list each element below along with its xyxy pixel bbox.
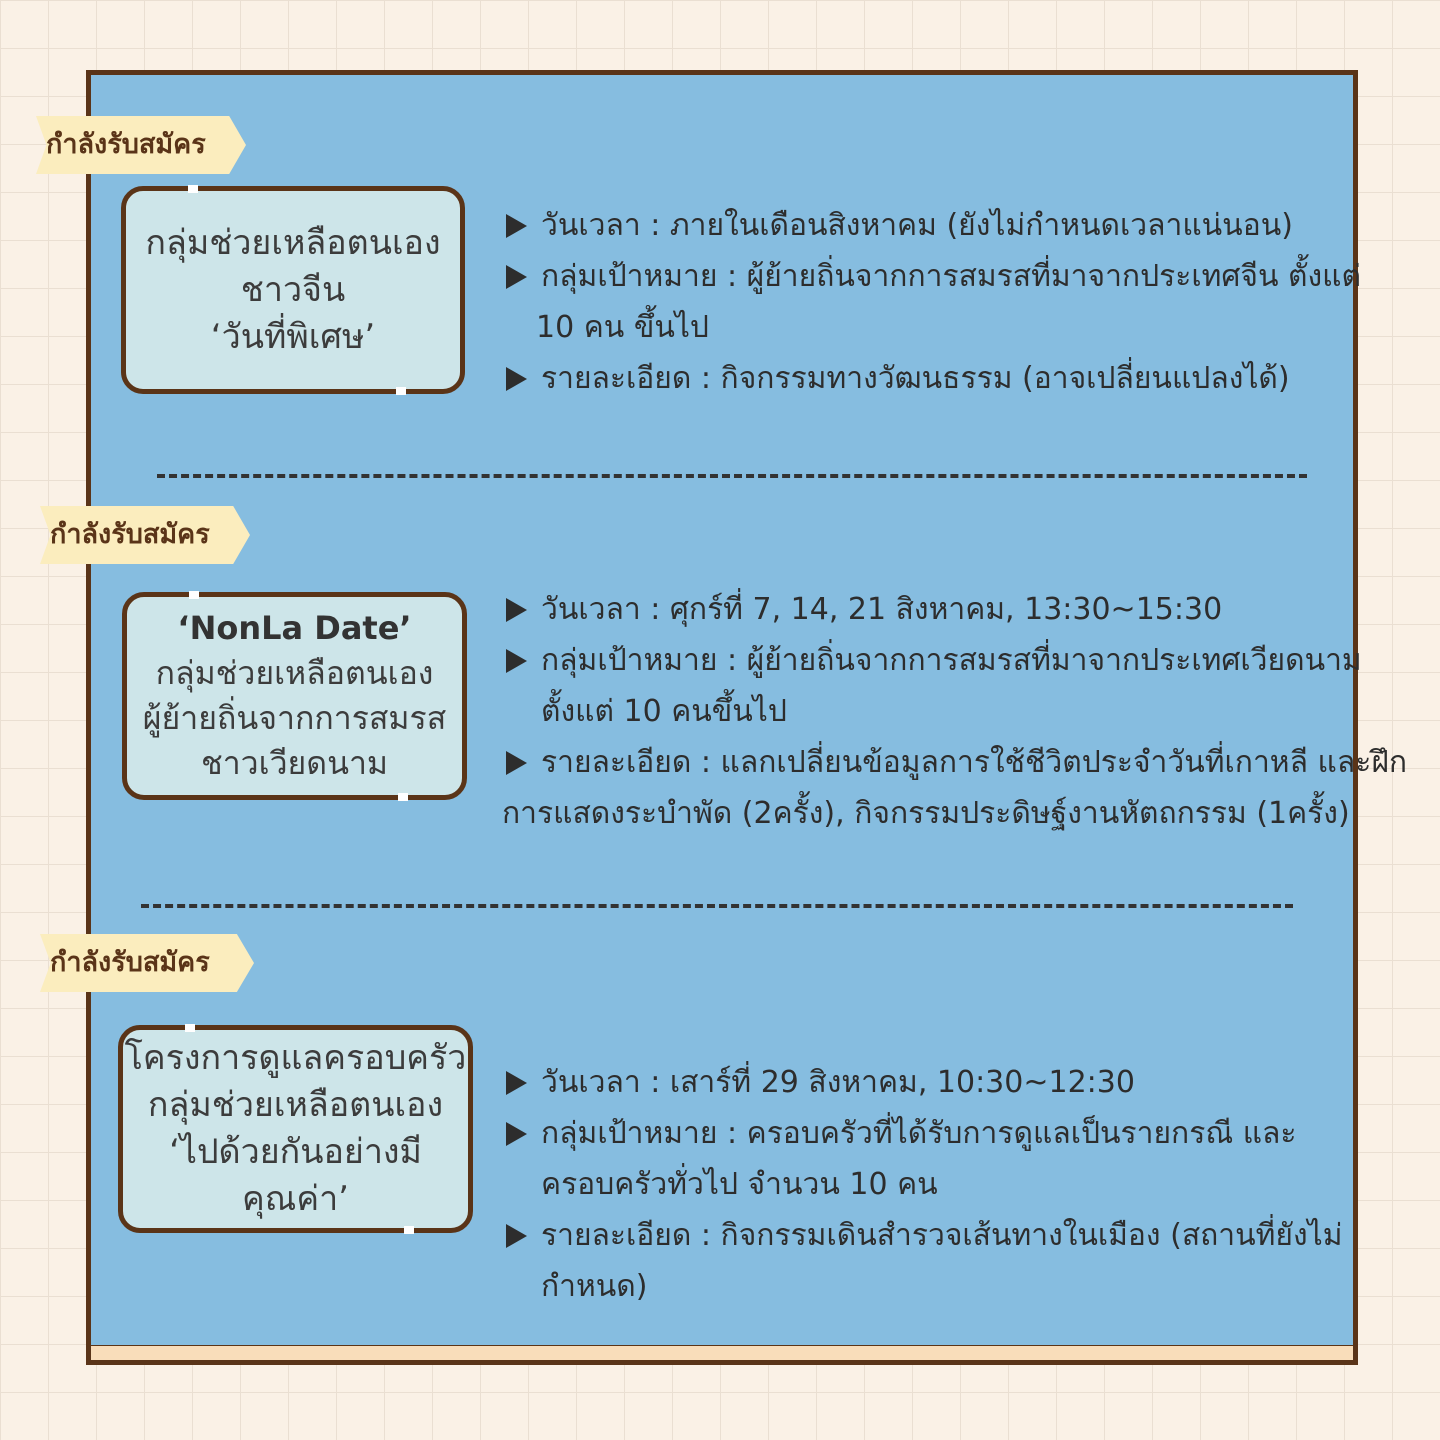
program-title-box-1: กลุ่มช่วยเหลือตนเอง ชาวจีน ‘วันที่พิเศษ’ [121,185,465,395]
recruiting-badge-3: กำลังรับสมัคร [40,934,254,992]
detail-target: กลุ่มเป้าหมาย : ผู้ย้ายถิ่นจากการสมรสที่… [506,635,1366,686]
program-title-line: ‘วันที่พิเศษ’ [210,316,376,357]
program-details-1: วันเวลา : ภายในเดือนสิงหาคม (ยังไม่กำหนด… [506,200,1361,404]
bullet-arrow-icon [506,367,527,391]
detail-description-continued: กำหนด) [541,1269,648,1304]
recruiting-badge-1: กำลังรับสมัคร [36,116,246,174]
section-divider-1 [157,474,1307,478]
detail-date: วันเวลา : ศุกร์ที่ 7, 14, 21 สิงหาคม, 13… [506,584,1366,635]
detail-date: วันเวลา : เสาร์ที่ 29 สิงหาคม, 10:30~12:… [506,1057,1346,1108]
description-text: รายละเอียด : กิจกรรมเดินสำรวจเส้นทางในเม… [541,1218,1343,1253]
detail-target-continued: ครอบครัวทั่วไป จำนวน 10 คน [541,1167,938,1202]
bullet-arrow-icon [506,265,527,289]
detail-target-continued: ตั้งแต่ 10 คนขึ้นไป [541,694,787,729]
section-divider-2 [141,904,1293,908]
program-title-line: ชาวจีน [240,269,346,310]
detail-description: รายละเอียด : แลกเปลี่ยนข้อมูลการใช้ชีวิต… [506,737,1407,788]
program-title-line: ‘ไปด้วยกันอย่างมี [169,1132,422,1172]
bullet-arrow-icon [506,1122,527,1146]
program-title-line: กลุ่มช่วยเหลือตนเอง [145,222,441,263]
target-text: กลุ่มเป้าหมาย : ผู้ย้ายถิ่นจากการสมรสที่… [541,643,1362,678]
date-text: วันเวลา : เสาร์ที่ 29 สิงหาคม, 10:30~12:… [541,1065,1135,1100]
recruiting-badge-2: กำลังรับสมัคร [40,506,250,564]
description-text: รายละเอียด : กิจกรรมทางวัฒนธรรม (อาจเปลี… [541,361,1290,396]
program-details-3: วันเวลา : เสาร์ที่ 29 สิงหาคม, 10:30~12:… [506,1057,1346,1312]
detail-target: กลุ่มเป้าหมาย : ผู้ย้ายถิ่นจากการสมรสที่… [506,251,1361,302]
date-text: วันเวลา : ศุกร์ที่ 7, 14, 21 สิงหาคม, 13… [541,592,1223,627]
detail-date: วันเวลา : ภายในเดือนสิงหาคม (ยังไม่กำหนด… [506,200,1346,251]
panel-footer-strip [86,1346,1358,1365]
program-title-line: โครงการดูแลครอบครัว [124,1038,467,1078]
bullet-arrow-icon [506,1071,527,1095]
detail-description: รายละเอียด : กิจกรรมเดินสำรวจเส้นทางในเม… [506,1210,1346,1261]
program-title-line: คุณค่า’ [242,1179,349,1219]
program-title-box-3: โครงการดูแลครอบครัว กลุ่มช่วยเหลือตนเอง … [118,1024,473,1234]
bullet-arrow-icon [506,1224,527,1248]
program-title-line: ชาวเวียดนาม [200,744,389,782]
target-text: กลุ่มเป้าหมาย : ครอบครัวที่ได้รับการดูแล… [541,1116,1297,1151]
program-title-line: ผู้ย้ายถิ่นจากการสมรส [142,699,447,737]
target-text: กลุ่มเป้าหมาย : ผู้ย้ายถิ่นจากการสมรสที่… [541,259,1361,294]
bullet-arrow-icon [506,751,527,775]
program-title-line: กลุ่มช่วยเหลือตนเอง [155,654,434,692]
detail-description-continued: การแสดงระบำพัด (2ครั้ง), กิจกรรมประดิษฐ์… [502,796,1350,831]
program-title-line: กลุ่มช่วยเหลือตนเอง [147,1085,444,1125]
detail-target-continued: 10 คน ขึ้นไป [536,310,709,345]
description-text: รายละเอียด : แลกเปลี่ยนข้อมูลการใช้ชีวิต… [541,745,1408,780]
detail-description: รายละเอียด : กิจกรรมทางวัฒนธรรม (อาจเปลี… [506,353,1346,404]
bullet-arrow-icon [506,649,527,673]
program-title-box-2: ‘NonLa Date’ กลุ่มช่วยเหลือตนเอง ผู้ย้าย… [122,591,467,801]
detail-target: กลุ่มเป้าหมาย : ครอบครัวที่ได้รับการดูแล… [506,1108,1346,1159]
bullet-arrow-icon [506,214,527,238]
date-text: วันเวลา : ภายในเดือนสิงหาคม (ยังไม่กำหนด… [541,208,1293,243]
program-title-line: ‘NonLa Date’ [177,609,412,647]
program-details-2: วันเวลา : ศุกร์ที่ 7, 14, 21 สิงหาคม, 13… [502,584,1407,839]
bullet-arrow-icon [506,598,527,622]
